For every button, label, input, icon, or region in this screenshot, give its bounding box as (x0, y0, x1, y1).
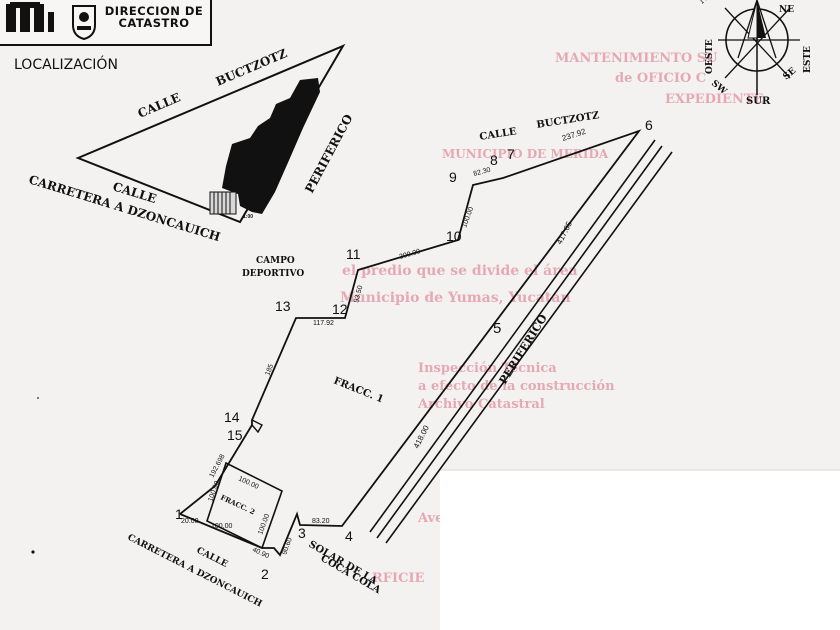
bg-text-2: de OFICIO C (615, 71, 706, 86)
compass-west: OESTE (705, 39, 715, 74)
vertex-2: 2 (261, 566, 269, 582)
bg-text-7: Inspección Técnica (418, 361, 557, 376)
compass-northeast: NE (779, 5, 794, 15)
parcel-fracc-1-outline (179, 129, 642, 557)
header-title-line-2: CATASTRO (118, 16, 190, 30)
background-stamp-text: MANTENIMIENTO SU de OFICIO C EXPEDIENTE … (340, 51, 763, 586)
locator-block (222, 78, 320, 214)
bg-text-6: Municipio de Yumas, Yucatán (340, 290, 571, 306)
dim-f2-right: 100.00 (257, 513, 271, 536)
campo-label-1: CAMPO (256, 256, 295, 266)
vertex-15: 15 (227, 427, 243, 443)
bg-text-10: Ave (417, 511, 443, 526)
vertex-12: 12 (332, 301, 348, 317)
vertex-5: 5 (493, 320, 501, 337)
blank-overlay (440, 470, 840, 630)
fracc-2-label: FRACC. 2 (219, 493, 256, 517)
dim-5-4: 418.00 (412, 424, 431, 450)
locator-map: 1:00 CALLE BUCTZOTZ PERIFERICO CALLE CAR… (27, 43, 356, 244)
locator-street-side: PERIFERICO (302, 112, 355, 195)
bg-text-9: Archivo Catastral (417, 397, 545, 412)
periferico-line-3 (385, 151, 673, 544)
plan-street-top-2: BUCTZOTZ (536, 110, 600, 131)
plan-street-top-1: CALLE (479, 126, 518, 143)
vertex-3: 3 (298, 525, 306, 541)
dim-13-14: 185 (264, 363, 275, 377)
dim-3-4: 83.20 (312, 518, 330, 525)
compass-east: ESTE (803, 46, 813, 73)
dim-f2-bottom: 100.00 (211, 523, 233, 530)
dim-8-7: 237.92 (561, 127, 588, 143)
dot-mark (31, 550, 35, 554)
dim-6-5: 417.05 (555, 220, 574, 246)
dim-2-3: 90.60 (281, 537, 294, 556)
locator-lot-hatch (213, 192, 231, 214)
compass-south: SUR (746, 96, 771, 107)
periferico-line-1 (369, 139, 656, 533)
locator-scale: 1:00 (243, 214, 253, 220)
compass-rose: N NE ESTE OESTE SW SUR SE (698, 0, 813, 107)
vertex-4: 4 (345, 528, 353, 544)
vertex-1: 1 (175, 506, 183, 522)
vertex-14: 14 (224, 409, 240, 425)
compass-southeast: SE (782, 66, 799, 82)
bg-text-1: MANTENIMIENTO SU (555, 51, 718, 66)
parcel-fracc-2-outline (206, 461, 283, 550)
dim-11-12: 93.50 (353, 285, 364, 304)
vertex-8: 8 (490, 152, 498, 168)
locator-street-top-2: BUCTZOTZ (214, 46, 290, 89)
header-title-line-1: DIRECCION DE (104, 4, 204, 18)
dim-12-13: 117.92 (313, 320, 334, 327)
bg-text-3: EXPEDIENTE (665, 92, 763, 107)
bg-text-4: MUNICIPIO DE MERIDA (442, 147, 609, 161)
header-box: DIRECCION DE CATASTRO (0, 0, 212, 46)
compass-north-west: N (698, 0, 711, 6)
notch-14-15 (251, 419, 263, 434)
dim-10-11: 300.00 (399, 248, 422, 261)
vertex-10: 10 (446, 228, 462, 244)
bg-text-11: RFICIE (372, 571, 425, 586)
vertex-11: 11 (346, 246, 361, 262)
dim-15-1: 192.698 (209, 453, 227, 479)
localizacion-title: LOCALIZACIÓN (14, 57, 118, 73)
campo-label-2: DEPORTIVO (242, 269, 304, 279)
bg-text-5: el predio que se divide el área (342, 263, 578, 279)
periferico-line-2 (376, 145, 663, 539)
bottom-street-2: CARRETERA A DZONCAUICH (126, 533, 264, 610)
fracc-1-label: FRACC. 1 (332, 376, 385, 406)
dim-7-8: 82.30 (473, 167, 492, 178)
vertex-6: 6 (645, 117, 653, 133)
vertex-7: 7 (507, 146, 515, 162)
header-title: DIRECCION DE CATASTRO (102, 5, 206, 29)
bottom-street-1: CALLE (195, 546, 230, 570)
dim-1-left: 20.00 (181, 518, 199, 525)
bg-text-8: a efecto de la construcción (418, 379, 615, 394)
vertex-13: 13 (275, 298, 291, 314)
seal-icon (72, 5, 96, 41)
dot-mark (37, 397, 39, 399)
vertex-9: 9 (449, 169, 457, 185)
municipal-logo-icon (6, 2, 54, 32)
